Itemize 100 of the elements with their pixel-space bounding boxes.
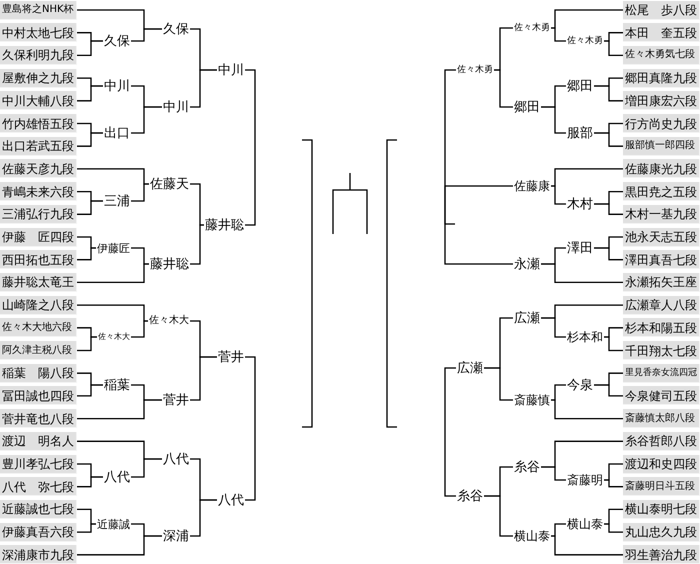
winner-name: 八代 xyxy=(217,492,245,508)
bracket-line xyxy=(594,132,623,147)
bracket-line xyxy=(551,185,566,205)
player-name-plate: 菅井竜也八段 xyxy=(0,409,77,428)
player-name-plate: 青嶋未来六段 xyxy=(0,182,77,202)
player-name-plate: 佐藤康光九段 xyxy=(623,159,700,178)
winner-name: 糸谷 xyxy=(513,460,541,474)
winner-name: 広瀬 xyxy=(456,360,484,376)
player-name-plate: 今泉健司五段 xyxy=(623,386,700,406)
winner-name: 佐々木勇 xyxy=(566,36,604,46)
bracket-line xyxy=(484,367,513,401)
player-name-plate: 斎藤慎太郎八段 xyxy=(623,409,700,428)
bracket-line xyxy=(77,263,149,284)
player-name-plate: 西田拓也五段 xyxy=(0,250,77,270)
player-name-plate: 深浦康市九段 xyxy=(0,545,77,564)
winner-name: 伊藤匠 xyxy=(96,242,131,254)
winner-name: 今泉 xyxy=(566,378,594,392)
bracket-line xyxy=(131,106,162,134)
winner-name: 佐々木勇 xyxy=(456,64,494,76)
bracket-line xyxy=(551,27,566,42)
bracket-line xyxy=(245,356,256,501)
player-name-plate: 千田翔太七段 xyxy=(623,341,700,360)
winner-name: 斎藤明 xyxy=(566,473,604,487)
player-name-plate: 八代 弥七段 xyxy=(0,477,77,496)
player-name-plate: 久保利明九段 xyxy=(0,46,77,65)
player-name-plate: 里見香奈女流四冠 xyxy=(623,364,700,383)
bracket-line xyxy=(444,185,513,265)
bracket-line xyxy=(494,69,513,108)
player-name-plate: 増田康宏六段 xyxy=(623,91,700,110)
player-name-plate: 杉本和陽五段 xyxy=(623,318,700,338)
bracket-line xyxy=(484,495,513,537)
player-name-plate: 藤井聡太竜王 xyxy=(0,272,77,292)
bracket-line xyxy=(77,247,96,260)
winner-name: 稲葉 xyxy=(103,378,131,392)
winner-name: 糸谷 xyxy=(456,488,484,504)
player-name-plate: 服部慎一郎四段 xyxy=(623,136,700,156)
bracket-line xyxy=(594,384,623,397)
player-name-plate: 行方尚史九段 xyxy=(623,114,700,133)
player-name-plate: 横山泰明七段 xyxy=(623,500,700,519)
winner-name: 郷田 xyxy=(566,78,594,94)
winner-name: 永瀬 xyxy=(513,256,541,272)
bracket-line xyxy=(594,203,623,215)
player-name-plate: 佐々木勇気七段 xyxy=(623,46,700,65)
winner-name: 久保 xyxy=(162,22,190,36)
winner-name: 斎藤慎 xyxy=(513,393,551,407)
player-name-plate: 池永天志五段 xyxy=(623,228,700,246)
bracket-line xyxy=(604,40,623,56)
bracket-line xyxy=(77,85,103,102)
winner-name: 中川 xyxy=(162,100,190,114)
player-name-plate: 郷田真隆九段 xyxy=(623,68,700,88)
winner-name: 八代 xyxy=(162,452,190,466)
bracket-line xyxy=(77,384,103,397)
bracket-line xyxy=(245,69,256,226)
bracket-line xyxy=(77,535,162,556)
player-name-plate: 渡辺 明名人 xyxy=(0,432,77,451)
player-name-plate: 稲葉 陽八段 xyxy=(0,364,77,383)
bracket-line xyxy=(131,458,162,478)
bracket-line xyxy=(190,224,204,265)
player-name-plate: 松尾 歩八段 xyxy=(623,0,700,20)
bracket-line xyxy=(444,367,456,497)
player-name-plate: 三浦弘行九段 xyxy=(0,204,77,224)
player-name-plate: 中村太地七段 xyxy=(0,23,77,42)
bracket-line xyxy=(77,40,103,56)
winner-name: 藤井聡 xyxy=(204,218,245,232)
player-name-plate: 斎藤明日斗五段 xyxy=(623,477,700,496)
player-name-plate: 屋敷伸之九段 xyxy=(0,68,77,88)
winner-name: 菅井 xyxy=(162,392,190,408)
bracket-line xyxy=(190,69,217,108)
winner-name: 広瀬 xyxy=(513,310,541,326)
player-name-plate: 冨田誠也四段 xyxy=(0,386,77,406)
bracket-line xyxy=(551,535,623,556)
winner-name: 木村 xyxy=(566,196,594,212)
player-name-plate: 豊島将之NHK杯 xyxy=(0,0,77,20)
winner-name: 佐々木大 xyxy=(148,315,190,327)
winner-name: 佐藤天 xyxy=(149,176,190,192)
player-name-plate: 木村一基九段 xyxy=(623,204,700,224)
bracket-line xyxy=(541,263,623,284)
winner-name: 深浦 xyxy=(162,528,190,544)
player-name-plate: 中川大輔八段 xyxy=(0,91,77,110)
bracket-line xyxy=(77,336,97,352)
bracket-line xyxy=(551,399,623,420)
winner-name: 藤井聡 xyxy=(149,256,190,272)
winner-name: 佐々木大 xyxy=(97,332,131,342)
bracket-line xyxy=(77,476,103,488)
winner-name: 菅井 xyxy=(217,350,245,364)
player-name-plate: 渡辺和史四段 xyxy=(623,454,700,474)
player-name-plate: 永瀬拓矢王座 xyxy=(623,272,700,292)
winner-name: 澤田 xyxy=(566,240,594,256)
bracket-line xyxy=(594,85,623,102)
winner-name: 中川 xyxy=(103,78,131,94)
bracket-line xyxy=(190,356,217,401)
player-name-plate: 澤田真吾七段 xyxy=(623,250,700,270)
player-name-plate: 丸山忠久九段 xyxy=(623,522,700,542)
winner-name: 郷田 xyxy=(513,100,541,114)
player-name-plate: 黒田尭之五段 xyxy=(623,182,700,202)
bracket-line xyxy=(131,183,149,202)
player-name-plate: 出口若武五段 xyxy=(0,136,77,156)
player-name-plate: 近藤誠也七段 xyxy=(0,500,77,519)
bracket-line xyxy=(77,523,96,533)
player-name-plate: 山崎隆之八段 xyxy=(0,296,77,315)
